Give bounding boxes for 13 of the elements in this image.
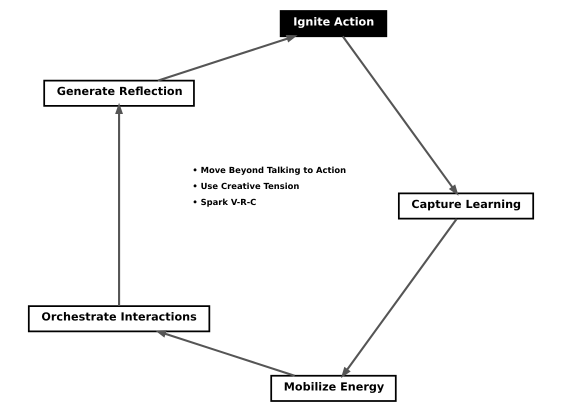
label: • Move Beyond Talking to Action: [192, 164, 346, 175]
label: • Spark V-R-C: [192, 197, 256, 208]
arrow: [154, 330, 295, 377]
node-box: Generate Reflection: [43, 80, 195, 107]
node-box: Capture Learning: [398, 192, 534, 220]
node-box: Mobilize Energy: [270, 374, 397, 402]
label: • Use Creative Tension: [192, 180, 300, 191]
node-box: Orchestrate Interactions: [28, 305, 210, 332]
arrow: [158, 34, 298, 82]
arrow: [115, 102, 123, 306]
node-box: Ignite Action: [280, 10, 388, 38]
arrow: [342, 36, 459, 196]
arrow: [340, 218, 458, 378]
